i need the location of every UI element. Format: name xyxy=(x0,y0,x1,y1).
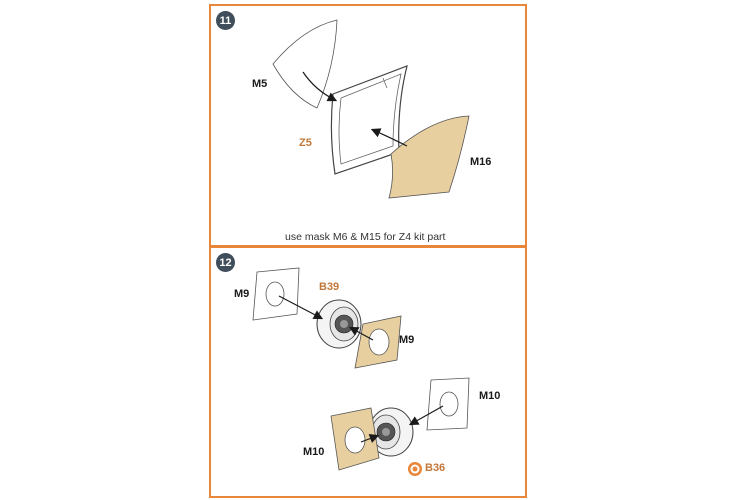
label-z5: Z5 xyxy=(299,137,312,149)
label-m16: M16 xyxy=(470,156,492,168)
arrow-m9-outer xyxy=(278,295,324,320)
arrow-m9-inner xyxy=(348,326,374,341)
label-m9-outer: M9 xyxy=(234,288,250,300)
label-b39: B39 xyxy=(319,281,340,293)
photo-etch-marker-icon xyxy=(408,462,422,476)
label-m10-outer: M10 xyxy=(479,390,501,402)
step-11-illustration xyxy=(272,19,470,199)
label-m5: M5 xyxy=(252,78,268,90)
mask-m5-shape xyxy=(272,19,338,109)
step-11-badge: 11 xyxy=(216,11,235,30)
arrow-m16 xyxy=(370,128,408,147)
step-11-note: use mask M6 & M15 for Z4 kit part xyxy=(285,231,446,243)
wheel-2-group xyxy=(330,377,470,471)
step-12-badge: 12 xyxy=(216,253,235,272)
label-m9-inner: M9 xyxy=(399,334,415,346)
label-m10-inner: M10 xyxy=(303,446,325,458)
mask-m16-shape xyxy=(388,115,470,199)
arrow-m10-outer xyxy=(408,405,444,426)
label-b36: B36 xyxy=(425,462,446,474)
arrow-m10-inner xyxy=(360,434,380,444)
step-12-panel: 12 xyxy=(209,246,527,498)
step-12-illustration xyxy=(252,267,470,476)
wheel-1-group xyxy=(252,267,402,369)
step-11-panel: 11 M5 Z5 M16 use mask M6 & M15 for Z4 ki… xyxy=(209,4,527,247)
arrow-m5 xyxy=(302,71,338,102)
